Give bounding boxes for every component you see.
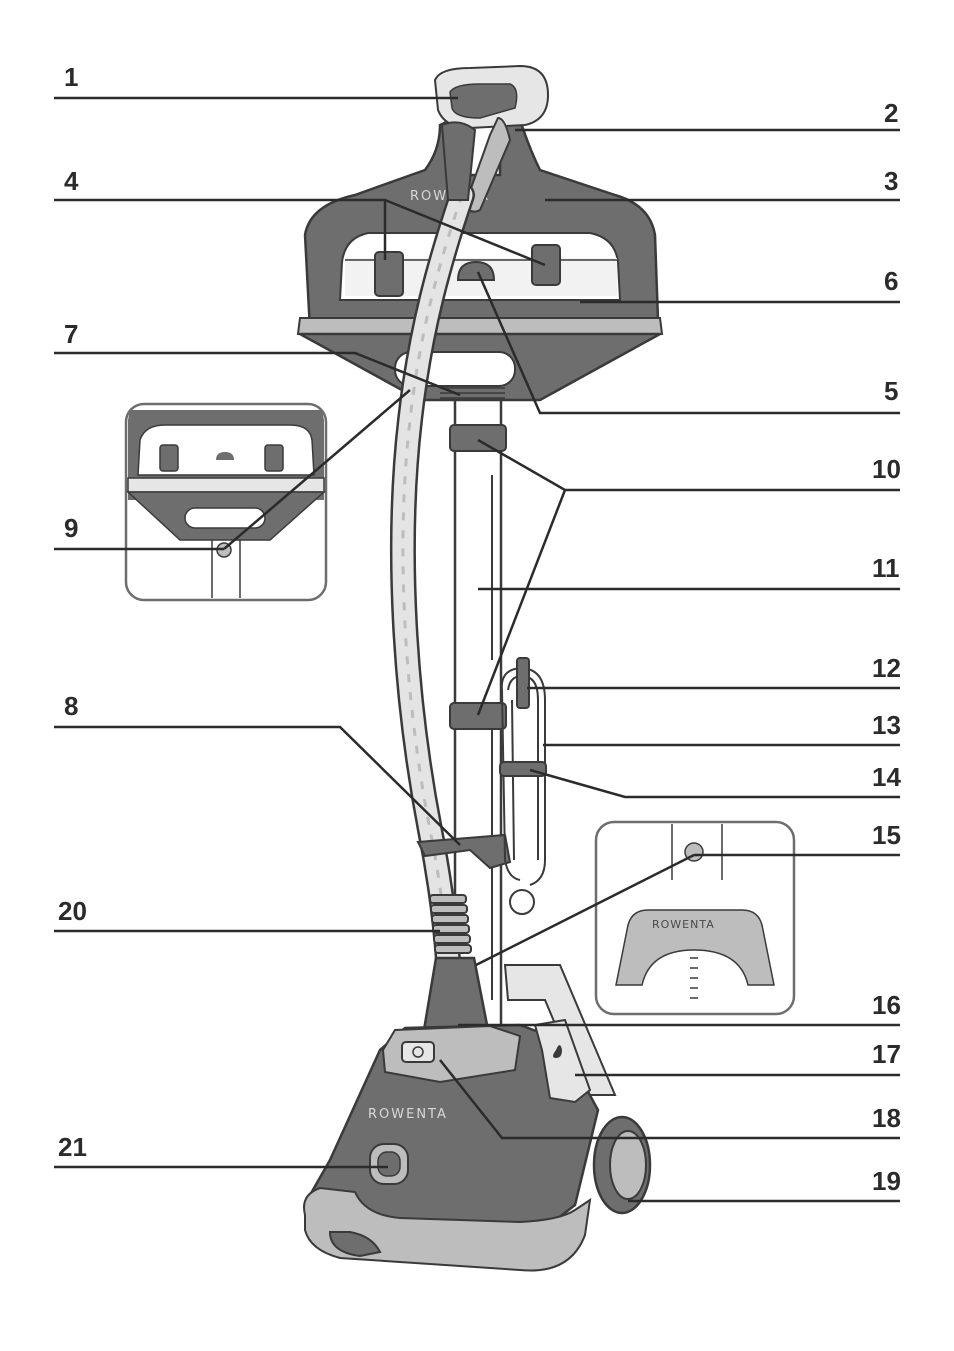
callout-2: 2 [884, 98, 898, 128]
callout-1: 1 [64, 62, 78, 92]
garment-clip-right[interactable] [531, 244, 561, 286]
callout-4: 4 [64, 166, 79, 196]
callout-14: 14 [872, 762, 901, 792]
callout-numbers: 1 2 3 4 5 6 7 8 9 10 11 12 13 14 15 16 1… [58, 62, 901, 1196]
garment-clip-left[interactable] [374, 251, 404, 297]
hose-lock-button[interactable] [401, 1041, 435, 1063]
callout-5: 5 [884, 376, 898, 406]
callout-15: 15 [872, 820, 901, 850]
water-drop-icon [553, 1045, 562, 1058]
callout-19: 19 [872, 1166, 901, 1196]
hanger-lock-button[interactable] [456, 260, 496, 281]
callout-21: 21 [58, 1132, 87, 1162]
top-control-plate [381, 1024, 522, 1084]
hose-flex-sleeve [429, 894, 472, 954]
steam-hose [389, 182, 475, 973]
power-switch[interactable] [369, 1143, 409, 1185]
cord-clip[interactable] [499, 761, 547, 777]
callout-leader-lines [54, 96, 900, 1203]
wheel [592, 1115, 652, 1215]
callout-8: 8 [64, 691, 78, 721]
callout-16: 16 [872, 990, 901, 1020]
callout-6: 6 [884, 266, 898, 296]
callout-7: 7 [64, 319, 78, 349]
pole-clip-upper [449, 424, 507, 452]
callout-3: 3 [884, 166, 898, 196]
base-unit: ROWENTA [303, 964, 617, 1272]
callout-20: 20 [58, 896, 87, 926]
base-brand-label: ROWENTA [368, 1107, 448, 1122]
inset-hanger-detail [124, 402, 328, 602]
callout-18: 18 [872, 1103, 901, 1133]
callout-17: 17 [872, 1039, 901, 1069]
cord-hook [516, 657, 530, 709]
callout-10: 10 [872, 454, 901, 484]
callout-9: 9 [64, 513, 78, 543]
steam-head-handle[interactable] [440, 121, 477, 201]
callout-12: 12 [872, 653, 901, 683]
inset-brand-label: ROWENTA [652, 918, 715, 931]
callout-13: 13 [872, 710, 901, 740]
pole-clip-lower [449, 702, 507, 730]
callout-11: 11 [872, 553, 900, 583]
inset-base-detail: ROWENTA [594, 820, 796, 1016]
